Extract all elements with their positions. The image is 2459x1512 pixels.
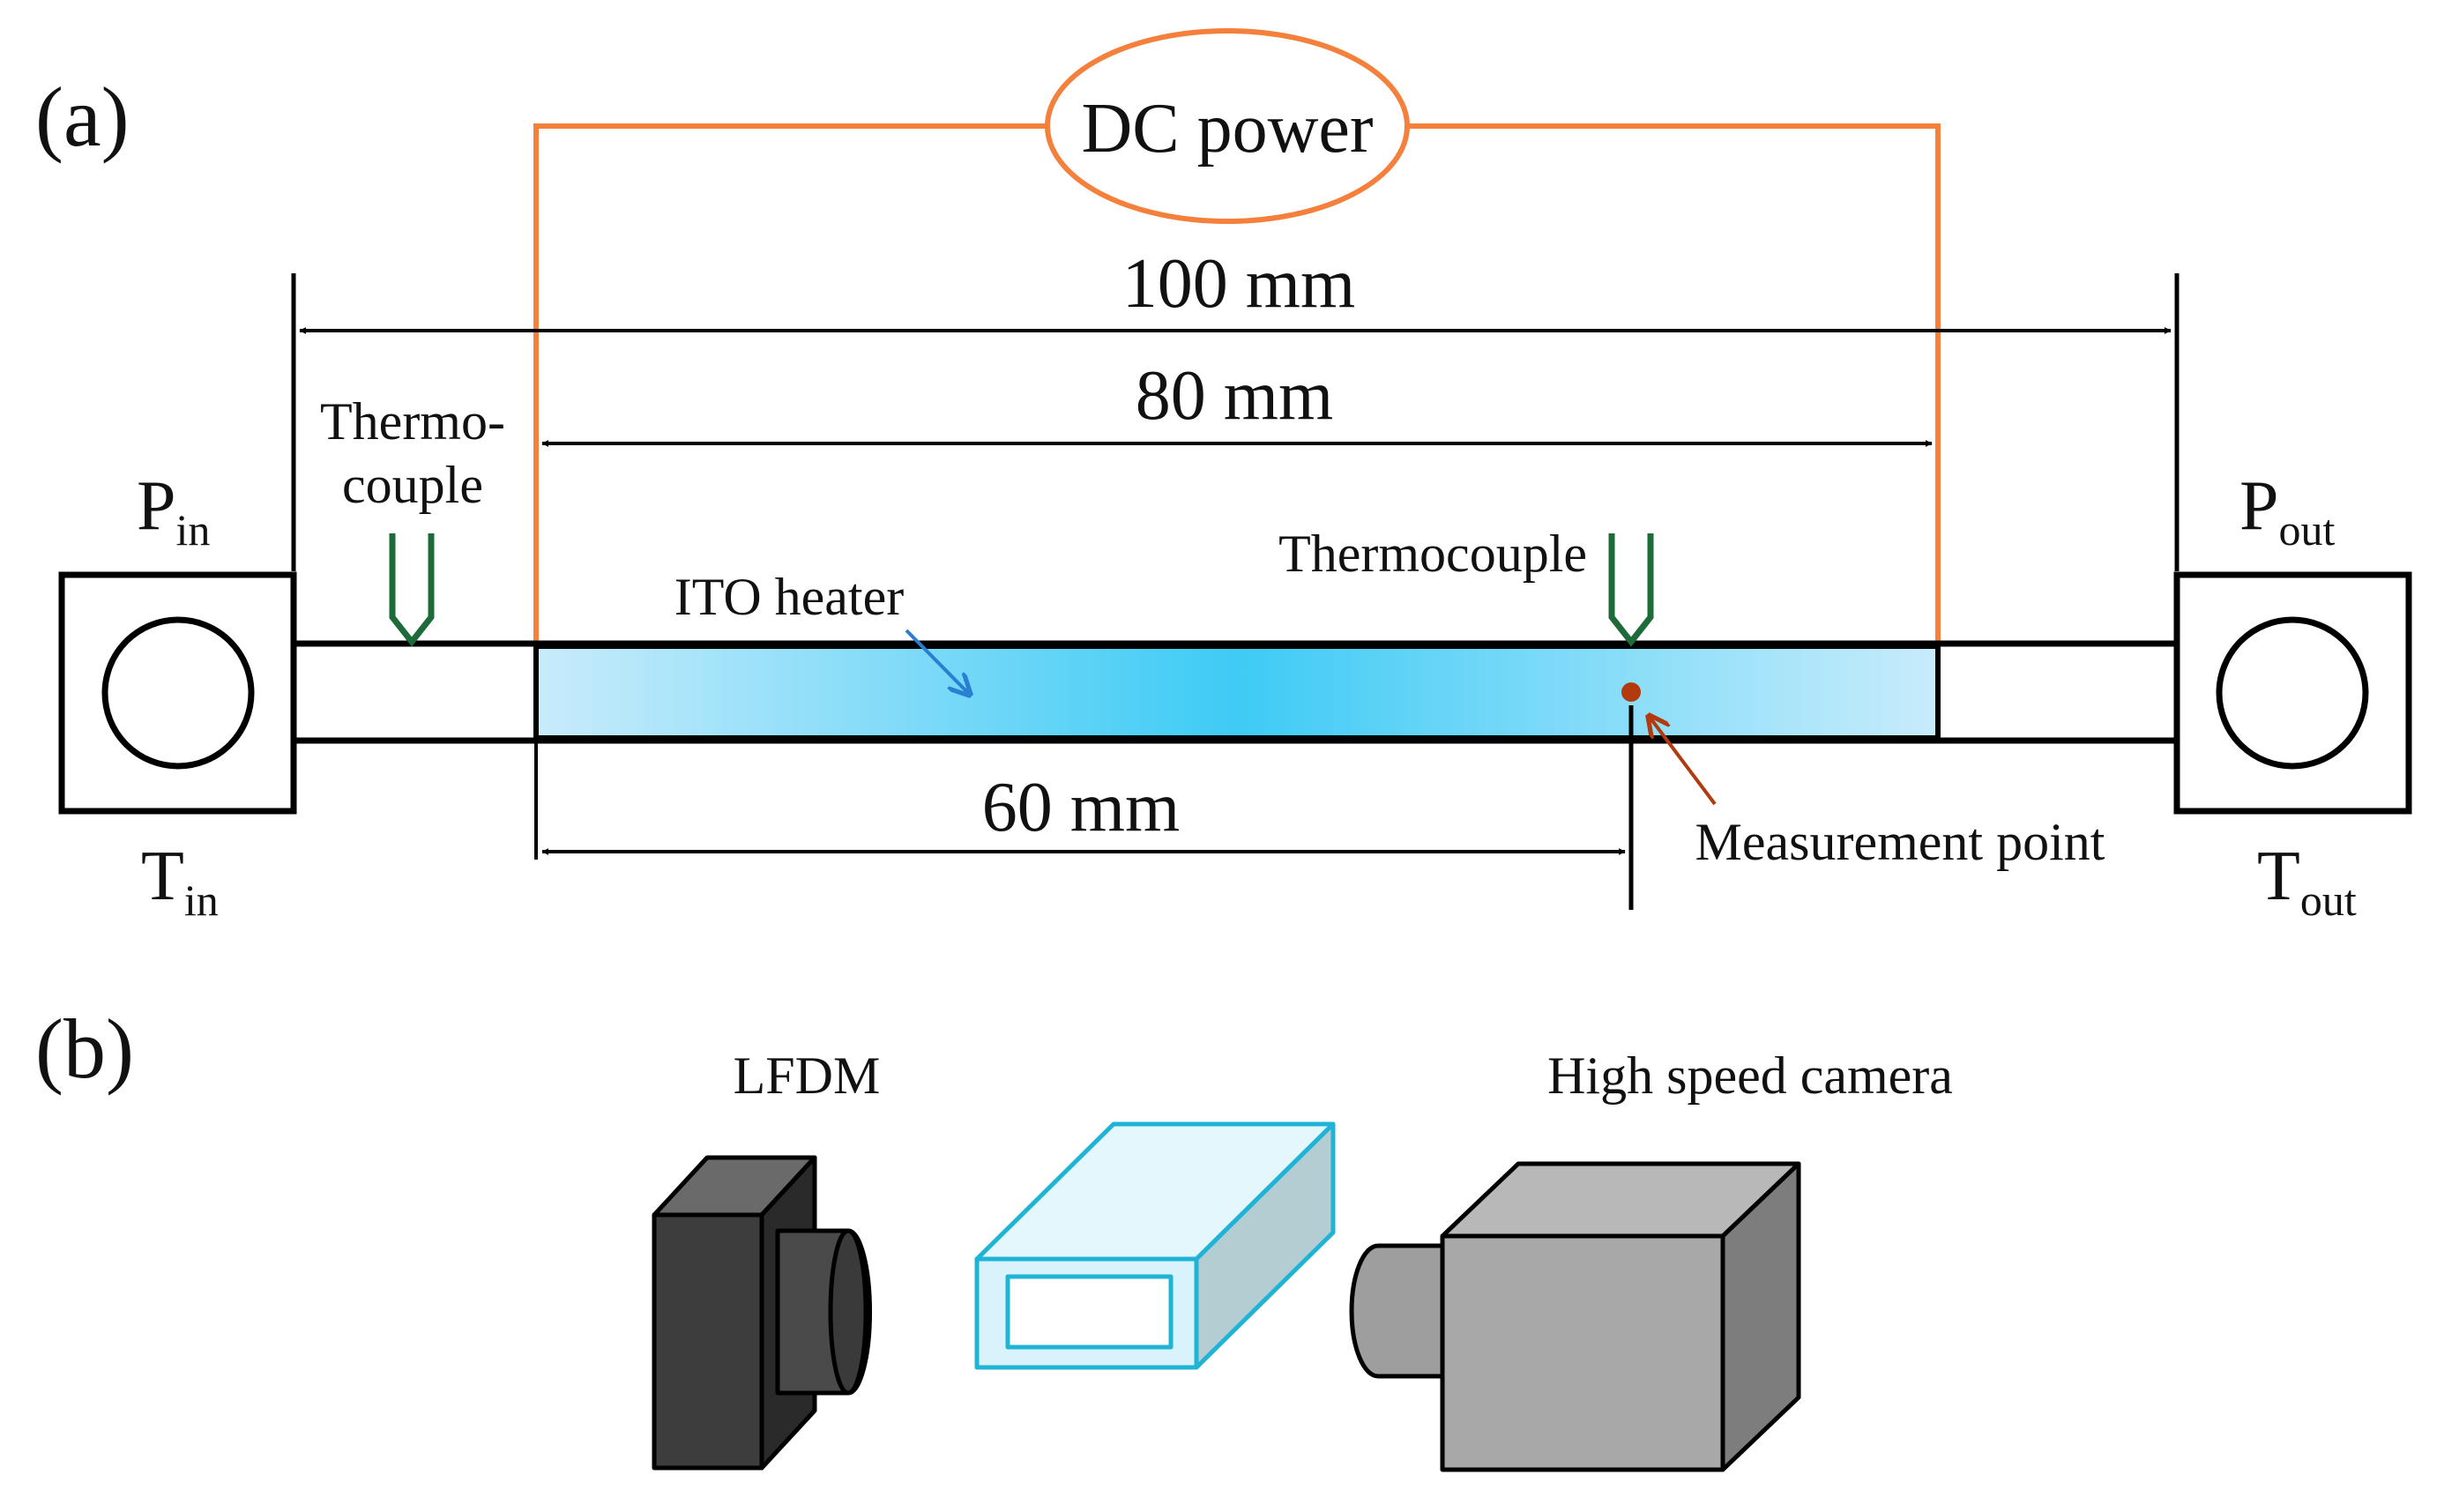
thermocouple-right-icon [1608, 533, 1654, 647]
ito-heater-label: ITO heater [674, 568, 904, 626]
panel-label-a: (a) [35, 70, 130, 164]
chip-channel-window [1005, 1274, 1174, 1350]
pressure-outlet-symbol: P [2239, 467, 2279, 545]
camera-body-front [1440, 1233, 1725, 1472]
thermocouple-left-label-line1: Thermo- [320, 392, 505, 451]
power-wire-left [533, 123, 1049, 648]
ito-heater-arrow [905, 629, 970, 695]
thermocouple-left-icon [389, 533, 435, 647]
outlet-box [2173, 571, 2412, 815]
measurement-point-annotation: Measurement point [1621, 682, 2105, 871]
ito-heater [533, 644, 1941, 741]
dimension-label-60mm: 60 mm [982, 769, 1180, 846]
pressure-inlet-subscript: in [176, 505, 211, 555]
high-speed-camera [1349, 1161, 1801, 1472]
temperature-inlet-symbol: T [141, 838, 184, 915]
ito-heater-annotation: ITO heater [674, 568, 970, 695]
dc-power-label: DC power [1081, 90, 1373, 168]
dc-power-source [1045, 28, 1410, 224]
temperature-outlet-symbol: T [2257, 838, 2300, 915]
temperature-outlet-subscript: out [2300, 875, 2357, 925]
dc-power-circuit: DC power [533, 28, 1941, 648]
power-wire-right [1406, 123, 1941, 648]
flow-channel [290, 640, 2180, 744]
pressure-outlet-label: Pout [2239, 467, 2336, 555]
inlet-port [58, 571, 297, 815]
pressure-inlet-symbol: P [137, 467, 176, 545]
thermocouple-left: Thermo- couple [320, 392, 505, 647]
lfdm-camera [652, 1155, 873, 1471]
temperature-inlet-label: Tin [141, 838, 219, 925]
dimension-80mm: 80 mm [541, 357, 1933, 447]
thermocouple-right: Thermocouple [1278, 525, 1654, 647]
temperature-outlet-label: Tout [2257, 838, 2357, 925]
thermocouple-right-label: Thermocouple [1278, 525, 1587, 583]
pressure-inlet-label: Pin [137, 467, 210, 555]
temperature-inlet-subscript: in [184, 875, 219, 925]
camera-lens [1349, 1243, 1445, 1379]
lfdm-lens-face [828, 1228, 868, 1396]
outlet-port [2173, 571, 2412, 815]
inlet-circle [101, 616, 255, 770]
measurement-point-label: Measurement point [1695, 813, 2105, 871]
dimension-label-100mm: 100 mm [1122, 245, 1355, 323]
thermocouple-left-label-line2: couple [342, 456, 483, 514]
lfdm-label: LFDM [734, 1046, 881, 1105]
measurement-point-marker [1621, 682, 1641, 702]
outlet-circle [2216, 616, 2369, 770]
high-speed-camera-label: High speed camera [1547, 1046, 1953, 1105]
lfdm-body-front [652, 1212, 764, 1471]
dimension-label-80mm: 80 mm [1136, 357, 1333, 435]
pressure-outlet-subscript: out [2279, 505, 2336, 555]
measurement-point-arrow [1649, 716, 1717, 806]
microchannel-chip [974, 1121, 1336, 1370]
dimension-100mm: 100 mm [291, 245, 2180, 571]
panel-label-b: (b) [35, 1002, 134, 1096]
dimension-60mm: 60 mm [534, 705, 1634, 910]
